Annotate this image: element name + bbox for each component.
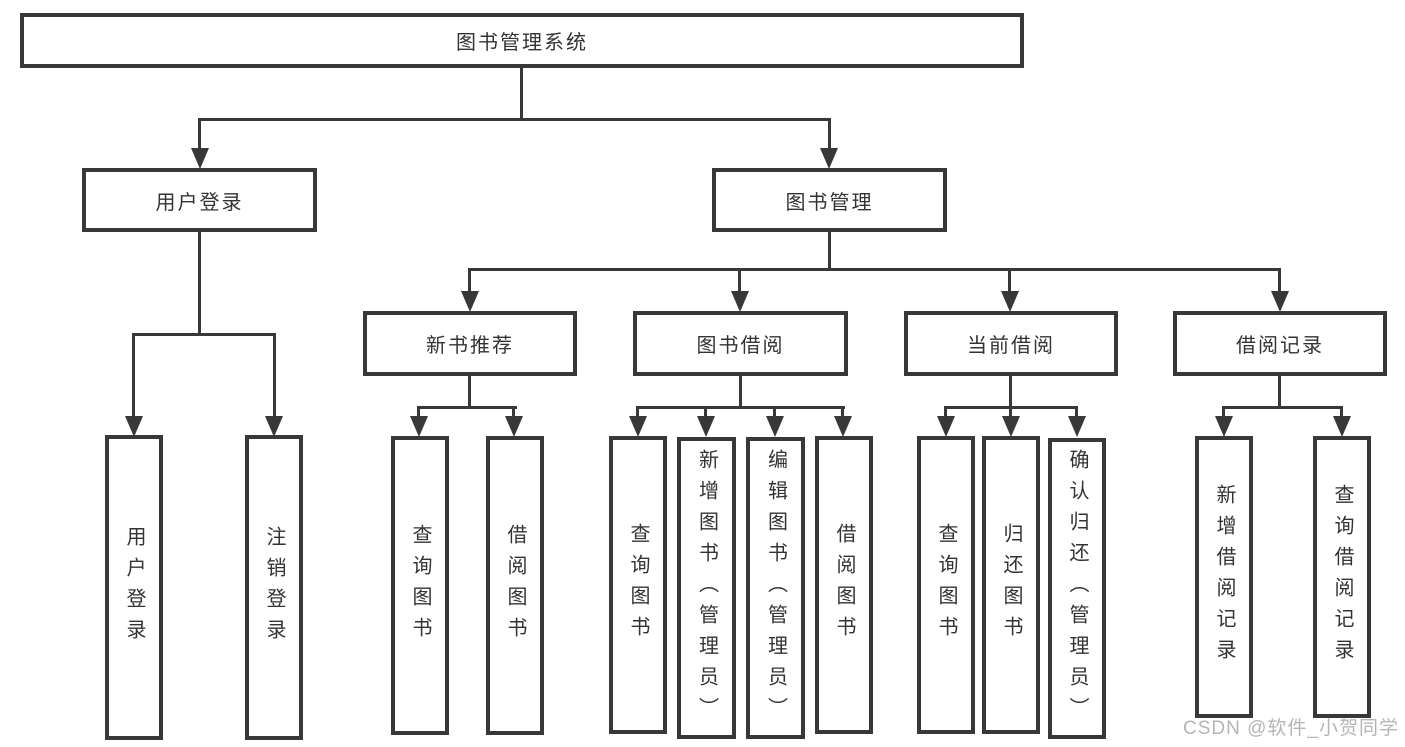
node-book-borrowing: 图书借阅: [633, 311, 848, 376]
arrowhead-new-book-recommendation-icon: [461, 291, 479, 312]
node-book-management-label: 图书管理: [785, 191, 874, 214]
connector-user-login-hline: [132, 333, 276, 336]
arrowhead-user-login-icon: [191, 148, 209, 169]
arrowhead-current-borrowing-icon: [1001, 291, 1019, 312]
leaf-bb-edit-books-label: 编辑图书（管理员）: [764, 448, 787, 728]
connector-drop-borrowing-records: [1278, 268, 1281, 293]
leaf-bb-borrow-books: 借阅图书: [815, 436, 873, 734]
connector-br-hline: [1222, 406, 1343, 409]
connector-book-management-stem: [828, 229, 831, 271]
connector-user-login-stem: [198, 229, 201, 335]
node-book-management: 图书管理: [712, 168, 947, 232]
arrowhead-book-borrowing-icon: [731, 291, 749, 312]
leaf-cb-return-books: 归还图书: [982, 436, 1040, 734]
leaf-nbr-query-books-label: 查询图书: [409, 523, 431, 648]
leaf-cb-confirm-return: 确认归还（管理员）: [1048, 438, 1106, 739]
leaf-cb-return-books-label: 归还图书: [1000, 523, 1022, 647]
leaf-login: 用户登录: [105, 435, 163, 740]
leaf-bb-borrow-books-label: 借阅图书: [833, 523, 855, 647]
node-new-book-recommendation: 新书推荐: [363, 311, 577, 376]
arrowhead-bb-query-icon: [629, 416, 647, 437]
arrowhead-login-icon: [125, 416, 143, 437]
arrowhead-bb-add-icon: [697, 416, 715, 437]
connector-drop-nbr-borrow: [512, 406, 515, 418]
leaf-nbr-query-books: 查询图书: [391, 436, 449, 735]
arrowhead-bb-edit-icon: [766, 416, 784, 437]
arrowhead-logout-icon: [265, 416, 283, 437]
arrowhead-br-add-icon: [1215, 416, 1233, 437]
connector-bb-stem: [739, 373, 742, 409]
arrowhead-bb-borrow-icon: [834, 416, 852, 437]
leaf-cb-query-books: 查询图书: [917, 436, 975, 734]
connector-drop-cb-return: [1009, 406, 1012, 418]
connector-drop-bb-borrow: [841, 406, 844, 418]
leaf-cb-query-books-label: 查询图书: [935, 523, 957, 647]
leaf-br-query-record: 查询借阅记录: [1313, 436, 1371, 718]
arrowhead-nbr-query-icon: [410, 416, 428, 437]
connector-drop-current-borrowing: [1008, 268, 1011, 293]
connector-root-hline: [198, 118, 831, 121]
connector-drop-cb-query: [944, 406, 947, 418]
node-root: 图书管理系统: [20, 13, 1024, 68]
leaf-logout: 注销登录: [245, 435, 303, 740]
node-root-label: 图书管理系统: [456, 32, 588, 54]
node-borrowing-records: 借阅记录: [1173, 311, 1387, 376]
node-borrowing-records-label: 借阅记录: [1236, 335, 1324, 357]
arrowhead-cb-confirm-icon: [1068, 416, 1086, 437]
connector-drop-logout: [273, 333, 276, 417]
arrowhead-br-query-icon: [1333, 416, 1351, 437]
connector-drop-bb-edit: [773, 406, 776, 418]
leaf-br-add-record: 新增借阅记录: [1195, 436, 1253, 718]
arrowhead-cb-query-icon: [937, 416, 955, 437]
connector-br-stem: [1278, 373, 1281, 409]
node-user-login-label: 用户登录: [155, 191, 244, 214]
leaf-login-label: 用户登录: [123, 525, 145, 650]
connector-drop-new-book-recommendation: [468, 268, 471, 293]
node-user-login: 用户登录: [82, 168, 317, 232]
connector-nbr-hline: [417, 406, 517, 409]
node-current-borrowing: 当前借阅: [904, 311, 1118, 376]
connector-drop-login: [132, 333, 135, 417]
arrowhead-book-management-icon: [820, 148, 838, 169]
leaf-bb-query-books: 查询图书: [609, 436, 667, 734]
connector-book-management-hline: [468, 268, 1281, 271]
leaf-nbr-borrow-books: 借阅图书: [486, 436, 544, 735]
leaf-bb-edit-books: 编辑图书（管理员）: [746, 437, 805, 739]
connector-drop-br-query: [1340, 406, 1343, 418]
arrowhead-borrowing-records-icon: [1271, 291, 1289, 312]
leaf-nbr-borrow-books-label: 借阅图书: [504, 523, 526, 648]
connector-drop-cb-confirm: [1075, 406, 1078, 418]
watermark: CSDN @软件_小贺同学: [1183, 718, 1399, 739]
connector-drop-book-management: [828, 118, 831, 150]
node-current-borrowing-label: 当前借阅: [967, 335, 1055, 357]
arrowhead-nbr-borrow-icon: [505, 416, 523, 437]
connector-drop-book-borrowing: [738, 268, 741, 293]
leaf-br-query-record-label: 查询借阅记录: [1331, 484, 1353, 670]
connector-cb-stem: [1009, 373, 1012, 409]
connector-root-stem: [520, 66, 523, 121]
node-new-book-recommendation-label: 新书推荐: [426, 335, 514, 357]
leaf-bb-add-books-label: 新增图书（管理员）: [695, 448, 718, 728]
node-book-borrowing-label: 图书借阅: [696, 335, 785, 357]
connector-drop-bb-query: [636, 406, 639, 418]
leaf-logout-label: 注销登录: [263, 525, 285, 650]
connector-drop-nbr-query: [417, 406, 420, 418]
connector-drop-user-login: [198, 118, 201, 150]
leaf-br-add-record-label: 新增借阅记录: [1213, 484, 1235, 670]
leaf-cb-confirm-return-label: 确认归还（管理员）: [1066, 449, 1088, 728]
connector-drop-bb-add: [704, 406, 707, 418]
leaf-bb-add-books: 新增图书（管理员）: [677, 437, 736, 739]
leaf-bb-query-books-label: 查询图书: [627, 523, 649, 647]
connector-drop-br-add: [1222, 406, 1225, 418]
connector-bb-hline: [636, 406, 845, 409]
connector-nbr-stem: [468, 373, 471, 409]
arrowhead-cb-return-icon: [1002, 416, 1020, 437]
